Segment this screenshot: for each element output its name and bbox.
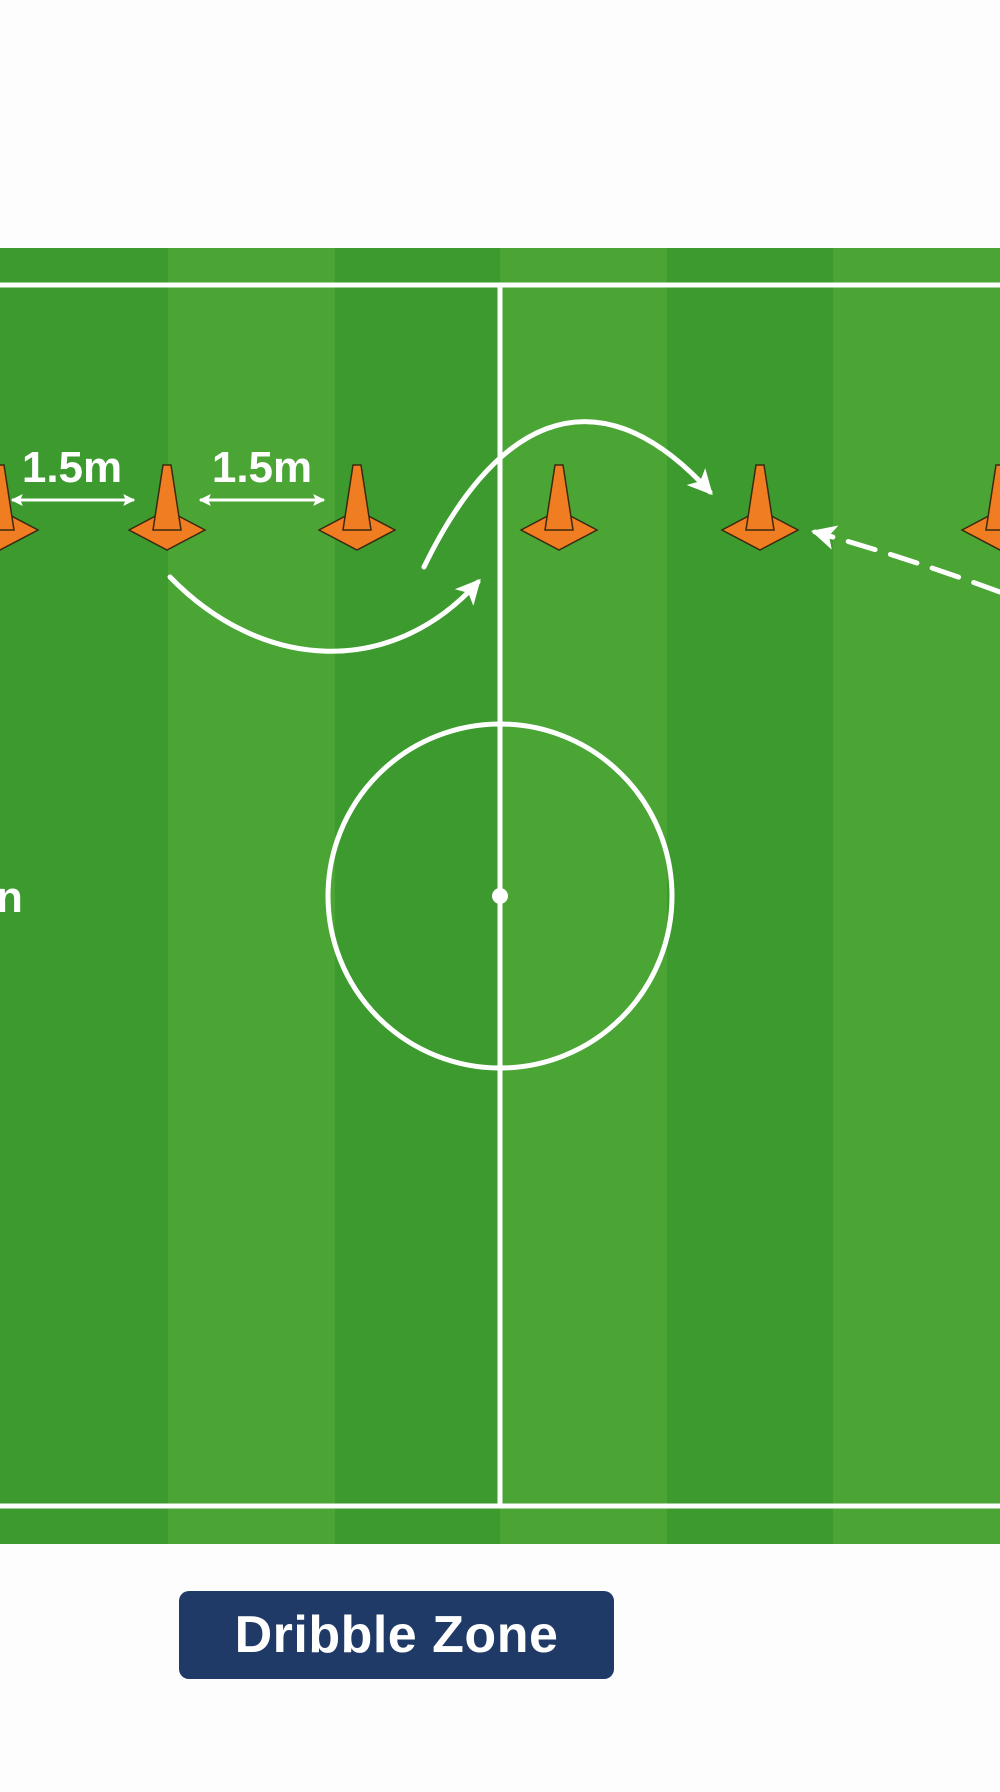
- grass-stripe: [500, 248, 667, 1544]
- grass-stripe: [833, 248, 1000, 1544]
- cone: [127, 464, 207, 551]
- cone: [720, 464, 800, 551]
- grass-stripe: [168, 248, 335, 1544]
- cone: [317, 464, 397, 551]
- center-circle: [325, 721, 675, 1071]
- cone: [0, 464, 40, 551]
- cone: [960, 464, 1000, 551]
- spacing-label: 1.5m: [212, 443, 312, 492]
- dribble-arrow-under: [167, 574, 481, 654]
- pass-arrow-dashed: [810, 525, 1000, 595]
- center-spot: [492, 888, 508, 904]
- dribble-arrow-over: [421, 419, 713, 570]
- cones: [0, 464, 1000, 551]
- dribble-zone-badge: Dribble Zone: [179, 1591, 614, 1679]
- dribble-paths: [167, 419, 1000, 654]
- side-dimension-label: n: [0, 873, 23, 922]
- spacing-label: 1.5m: [22, 443, 122, 492]
- cone: [519, 464, 599, 551]
